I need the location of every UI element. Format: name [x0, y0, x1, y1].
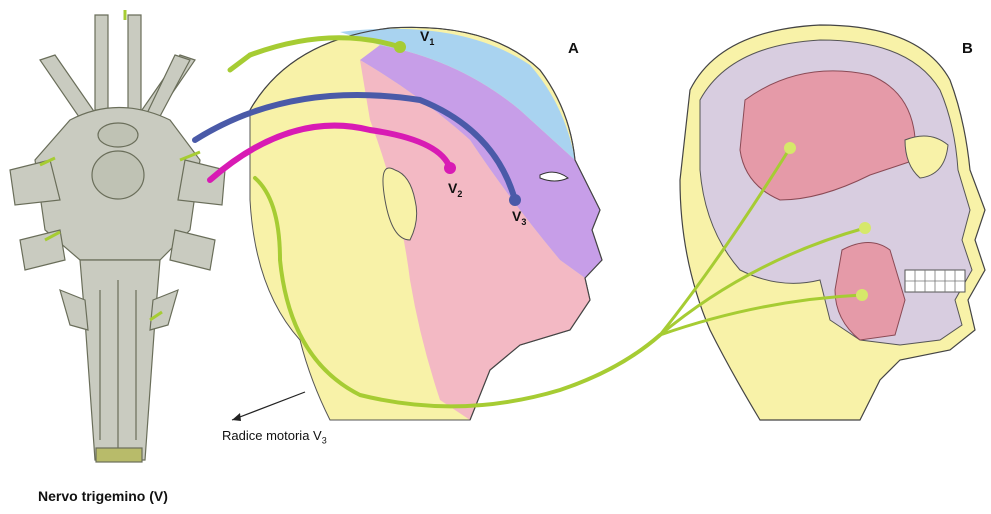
head-b-illustration: [680, 25, 985, 420]
v1-endpoint: [394, 41, 406, 53]
v3-label: V3: [512, 208, 526, 227]
panel-a-label: A: [568, 40, 579, 57]
motor-root-label: Radice motoria V3: [222, 428, 327, 446]
temporalis-endpoint: [784, 142, 796, 154]
motor-root-pointer: [232, 392, 305, 420]
v2-label: V2: [448, 180, 462, 199]
panel-b-label: B: [962, 40, 973, 57]
figure-caption: Nervo trigemino (V): [38, 488, 168, 504]
head-a-illustration: [250, 27, 602, 420]
brainstem-illustration: [10, 15, 225, 462]
v2-endpoint: [444, 162, 456, 174]
masseter-endpoint: [856, 289, 868, 301]
pterygoid-endpoint: [859, 222, 871, 234]
v1-label: V1: [420, 28, 434, 47]
v3-endpoint: [509, 194, 521, 206]
